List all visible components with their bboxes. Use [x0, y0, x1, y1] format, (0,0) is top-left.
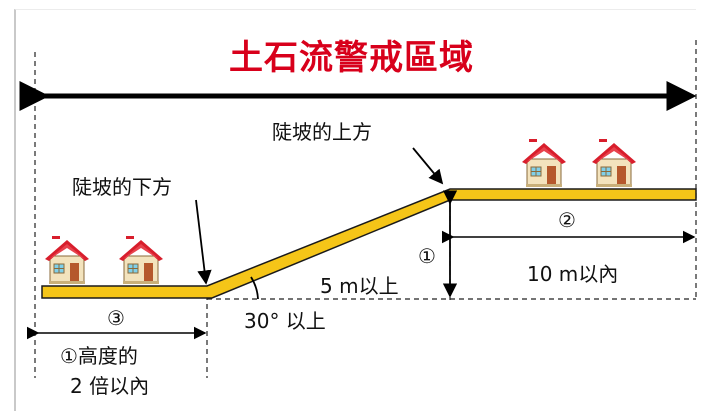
lower-distance-line1: ①高度的	[60, 344, 138, 368]
lower-marker: ③	[107, 306, 125, 330]
angle-arc	[250, 276, 259, 300]
upper-distance-label: 10 m以內	[527, 262, 619, 286]
slope-top-pointer	[412, 147, 444, 185]
slope-bottom-label: 陡坡的下方	[72, 175, 172, 199]
ground-profile	[41, 188, 697, 299]
house-icon	[591, 138, 637, 188]
lower-distance-line2: 2 倍以內	[70, 374, 150, 398]
diagram-frame	[14, 9, 696, 411]
slope-bottom-pointer	[195, 199, 212, 285]
house-icon	[521, 138, 567, 188]
diagram-title: 土石流警戒區域	[229, 38, 474, 78]
house-icon	[44, 235, 90, 285]
height-label: 5 m以上	[320, 274, 399, 298]
upper-marker: ②	[558, 208, 576, 232]
slope-top-label: 陡坡的上方	[272, 120, 372, 144]
angle-label: 30° 以上	[244, 309, 326, 333]
height-marker: ①	[418, 244, 436, 268]
house-icon	[118, 235, 164, 285]
